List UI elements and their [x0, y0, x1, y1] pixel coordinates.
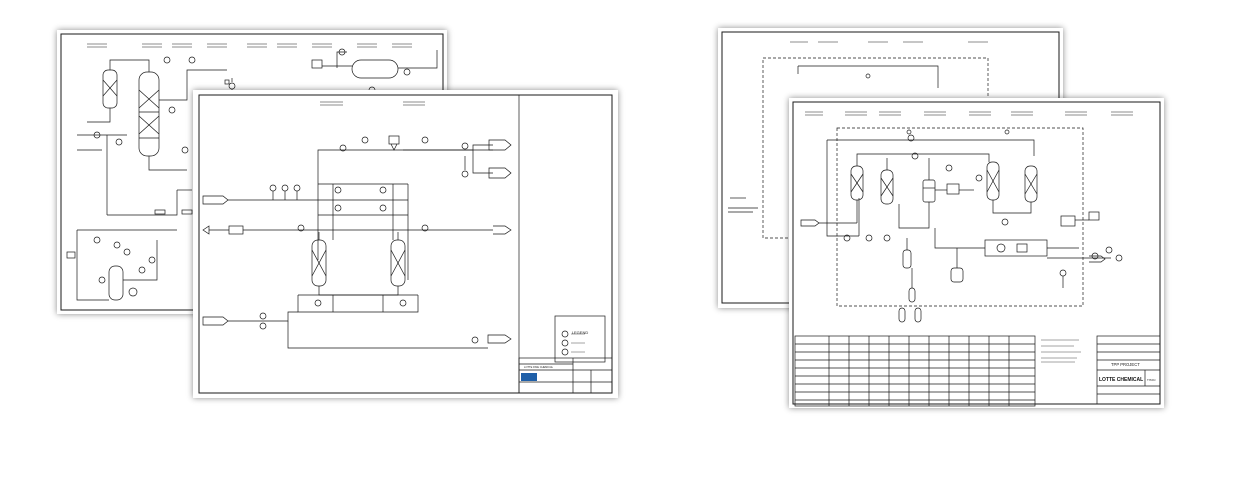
company-logo-mark [521, 373, 537, 381]
left-front-pid-diagram: LEGEND LOTTE FINE CHEMICAL [198, 94, 613, 394]
project-label: TPP PROJECT [1111, 362, 1140, 367]
title-block-company: LOTTE FINE CHEMICAL [524, 365, 554, 369]
title-block-code: TITAN [1147, 378, 1155, 382]
legend-title: LEGEND [572, 330, 589, 335]
brand-logo-text: LOTTE CHEMICAL [1099, 377, 1143, 383]
right-front-drawing-sheet: TPP PROJECT LOTTE CHEMICAL TITAN [789, 98, 1164, 408]
right-front-pid-diagram: TPP PROJECT LOTTE CHEMICAL TITAN [792, 101, 1161, 407]
left-front-drawing-sheet: LEGEND LOTTE FINE CHEMICAL [193, 90, 618, 398]
